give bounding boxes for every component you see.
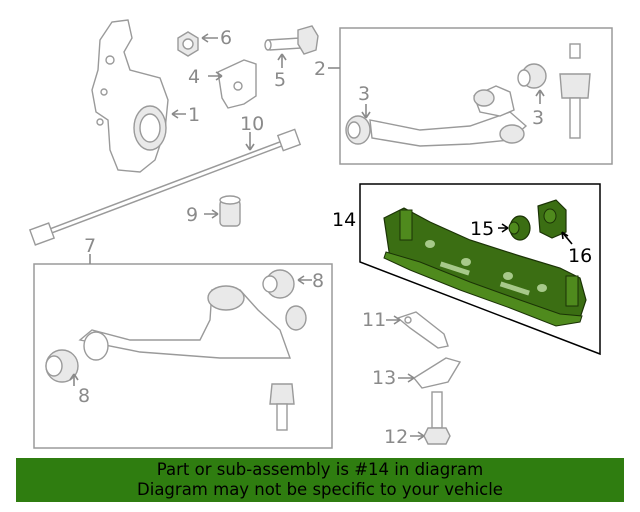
bolt-part[interactable] xyxy=(264,25,319,55)
callout-5: 5 xyxy=(274,69,286,91)
callout-8-left: 8 xyxy=(78,385,90,407)
crossmember-bushing-part[interactable] xyxy=(508,215,531,241)
nut-part[interactable] xyxy=(177,31,199,57)
lower-ball-joint-part[interactable] xyxy=(269,383,295,431)
callout-12: 12 xyxy=(384,426,408,448)
parts-diagram: 1 6 5 4 2 3 3 xyxy=(28,19,613,449)
banner-line-2: Diagram may not be specific to your vehi… xyxy=(137,480,503,499)
callout-7: 7 xyxy=(84,235,96,257)
shield-part[interactable] xyxy=(217,59,257,109)
callout-11: 11 xyxy=(362,309,386,331)
callout-10: 10 xyxy=(240,113,264,135)
info-banner: Part or sub-assembly is #14 in diagram D… xyxy=(16,458,624,502)
callout-9: 9 xyxy=(186,204,198,226)
crossmember-mount-part[interactable] xyxy=(537,199,567,239)
upper-bushing-part-left[interactable] xyxy=(345,115,371,145)
lower-arm-box xyxy=(33,263,333,449)
callout-14: 14 xyxy=(332,209,356,231)
splash-shield-part[interactable] xyxy=(412,357,462,389)
callout-8-right: 8 xyxy=(312,270,324,292)
callout-6: 6 xyxy=(220,27,232,49)
upper-ball-joint-part[interactable] xyxy=(559,43,591,139)
callout-3-left: 3 xyxy=(358,83,370,105)
callout-15: 15 xyxy=(470,218,494,240)
lower-bushing-part-right[interactable] xyxy=(262,269,307,331)
banner-line-1: Part or sub-assembly is #14 in diagram xyxy=(156,460,484,479)
upper-bushing-part-right[interactable] xyxy=(517,63,547,89)
mounting-bolt-part[interactable] xyxy=(423,391,451,445)
callout-2: 2 xyxy=(314,58,326,80)
callout-4: 4 xyxy=(188,66,200,88)
callout-13: 13 xyxy=(372,367,396,389)
tie-rod-part[interactable] xyxy=(28,128,302,246)
crossmember-box xyxy=(359,183,601,356)
steering-knuckle-part[interactable] xyxy=(91,19,169,173)
callout-1: 1 xyxy=(188,104,200,126)
bushing-part[interactable] xyxy=(219,195,241,227)
lower-bushing-part-left[interactable] xyxy=(45,349,79,383)
callout-16: 16 xyxy=(568,245,592,267)
crossmember-part[interactable] xyxy=(383,207,587,327)
lower-control-arm-part[interactable] xyxy=(78,285,291,361)
callout-3-right: 3 xyxy=(532,107,544,129)
upper-control-arm-part[interactable] xyxy=(369,85,528,147)
upper-arm-box xyxy=(339,27,613,165)
bracket-part[interactable] xyxy=(396,311,449,349)
